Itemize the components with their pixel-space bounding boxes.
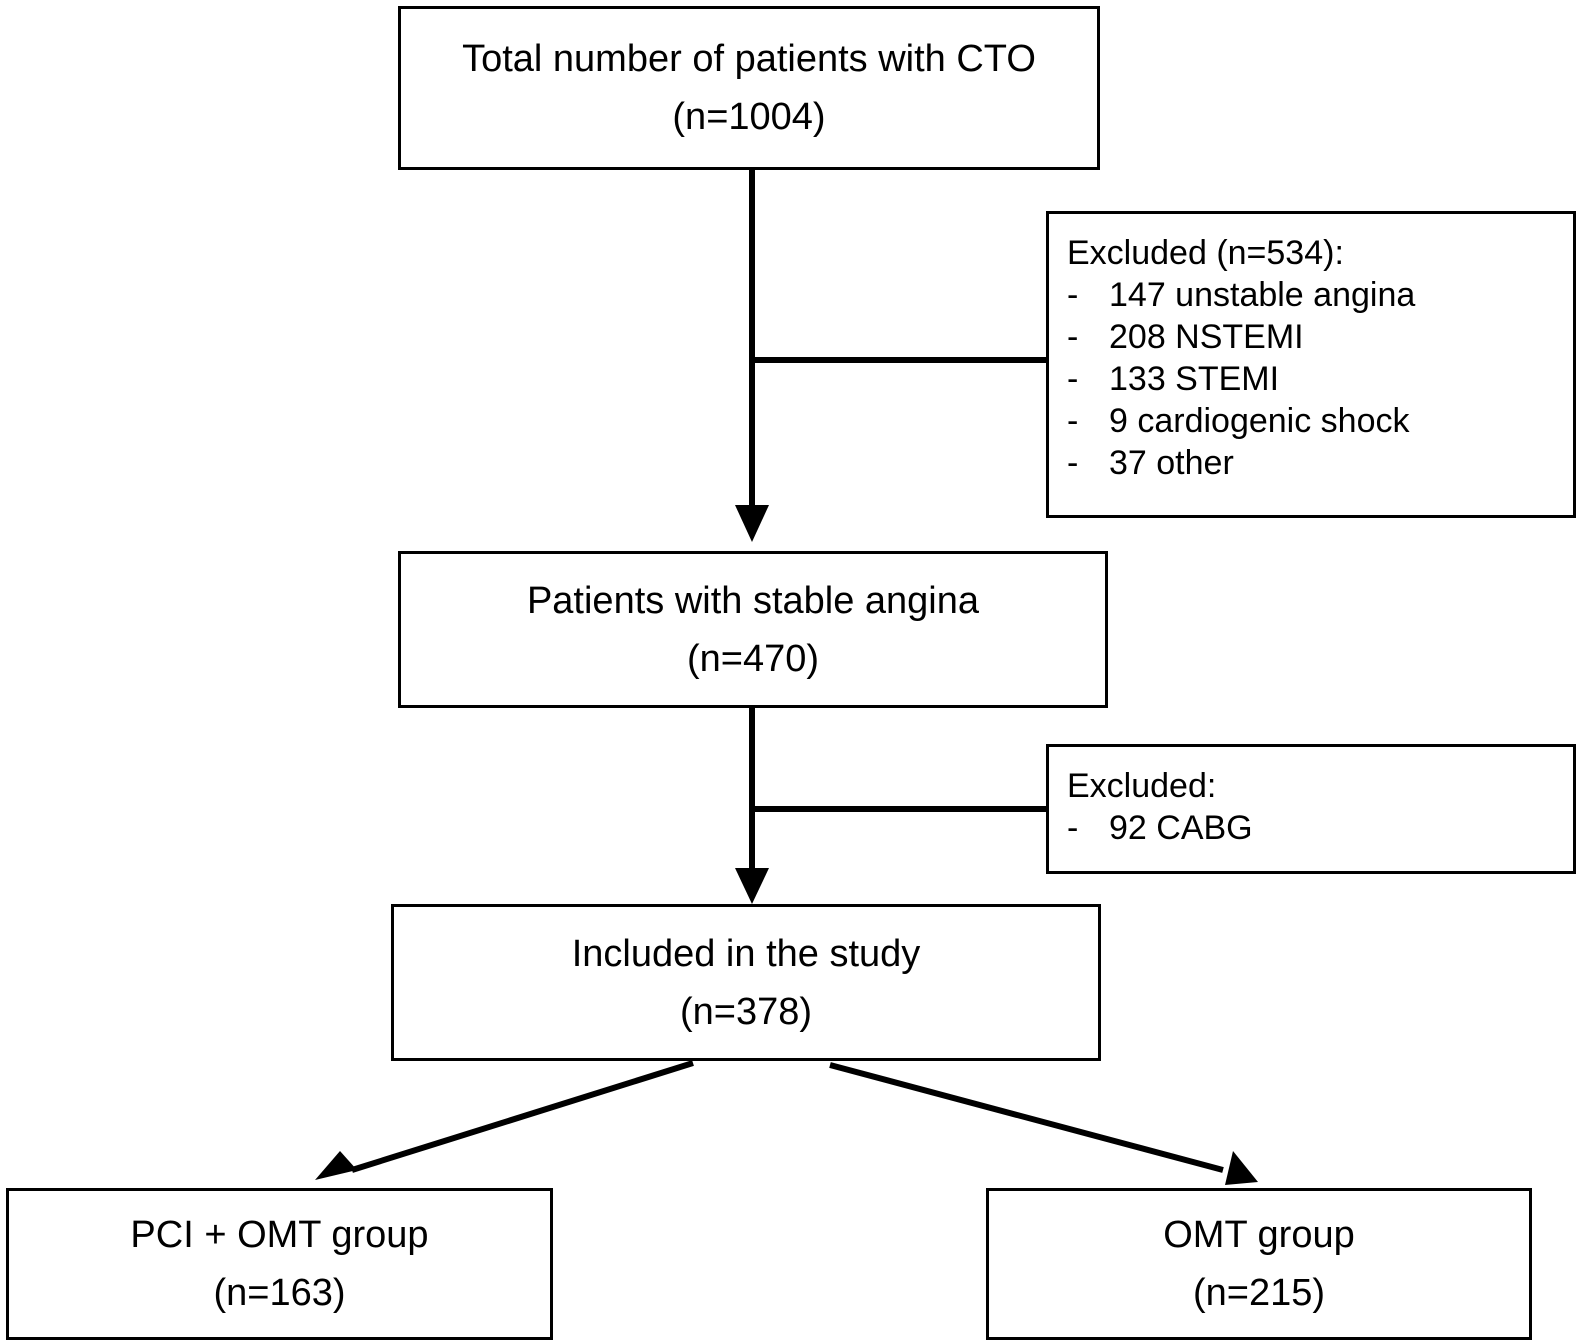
exclusion-1-item: - 9 cardiogenic shock	[1067, 400, 1573, 442]
arrowhead-to-included	[735, 868, 769, 904]
list-dash: -	[1067, 360, 1079, 398]
node-included-title: Included in the study	[571, 932, 921, 975]
node-pci-omt-count: (n=163)	[213, 1272, 346, 1314]
node-included-count: (n=378)	[679, 990, 813, 1033]
node-total-count: (n=1004)	[672, 96, 826, 138]
exclusion-1-item-text: 147 unstable angina	[1109, 276, 1416, 314]
exclusion-1-item: - 147 unstable angina	[1067, 274, 1573, 316]
node-stable-title: Patients with stable angina	[526, 579, 980, 622]
node-stable-angina: Patients with stable angina (n=470)	[398, 551, 1108, 708]
exclusion-box-1: Excluded (n=534): - 147 unstable angina …	[1046, 211, 1576, 518]
exclusion-1-item-text: 37 other	[1109, 444, 1234, 482]
node-omt-count: (n=215)	[1192, 1272, 1326, 1314]
connector-included-to-pci	[351, 1060, 694, 1173]
node-total-patients: Total number of patients with CTO (n=100…	[398, 6, 1100, 170]
arrowhead-to-pci	[315, 1151, 357, 1180]
list-dash: -	[1067, 444, 1079, 482]
exclusion-1-item: - 37 other	[1067, 442, 1573, 484]
exclusion-1-item: - 133 STEMI	[1067, 358, 1573, 400]
exclusion-1-item-text: 9 cardiogenic shock	[1109, 402, 1410, 440]
arrowhead-to-stable	[735, 505, 769, 542]
node-omt-group: OMT group (n=215)	[986, 1188, 1532, 1340]
list-dash: -	[1067, 276, 1079, 314]
node-total-title: Total number of patients with CTO	[462, 38, 1036, 80]
exclusion-2-item: - 92 CABG	[1067, 807, 1573, 849]
connector-included-to-omt	[829, 1062, 1224, 1173]
exclusion-2-item-text: 92 CABG	[1109, 809, 1253, 847]
list-dash: -	[1067, 809, 1079, 847]
arrowhead-to-omt	[1225, 1151, 1258, 1185]
list-dash: -	[1067, 318, 1079, 356]
node-pci-omt-title: PCI + OMT group	[130, 1214, 429, 1256]
exclusion-1-item-text: 133 STEMI	[1109, 360, 1280, 398]
node-stable-count: (n=470)	[686, 637, 820, 680]
exclusion-1-item-text: 208 NSTEMI	[1109, 318, 1304, 356]
exclusion-1-heading: Excluded (n=534):	[1067, 234, 1344, 272]
exclusion-1-item: - 208 NSTEMI	[1067, 316, 1573, 358]
node-omt-title: OMT group	[1163, 1214, 1355, 1256]
node-pci-omt-group: PCI + OMT group (n=163)	[6, 1188, 553, 1340]
exclusion-2-heading: Excluded:	[1067, 767, 1217, 805]
node-included-study: Included in the study (n=378)	[391, 904, 1101, 1061]
list-dash: -	[1067, 402, 1079, 440]
exclusion-box-2: Excluded: - 92 CABG	[1046, 744, 1576, 874]
